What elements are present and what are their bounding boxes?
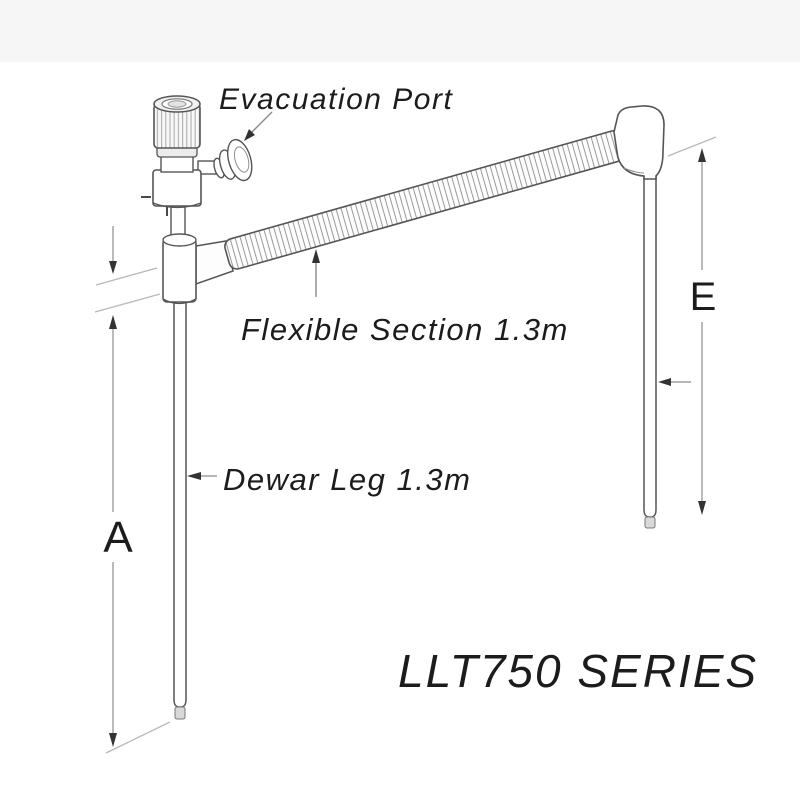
valve-neck	[160, 155, 194, 173]
dewar-leg-arrow	[187, 472, 217, 480]
evacuation-valve	[152, 95, 253, 209]
right-leg-pointer-arrow	[658, 378, 691, 386]
dimension-extension-lines-left	[94, 267, 171, 754]
series-title: LLT750 SERIES	[398, 645, 758, 697]
valve-body	[152, 169, 202, 207]
dewar-leg-label: Dewar Leg 1.3m	[223, 462, 471, 497]
dimension-a-arrowheads	[109, 261, 117, 747]
dimension-e-arrowheads	[698, 148, 706, 515]
elbow-fitting	[613, 105, 665, 180]
right-leg-tube	[643, 176, 657, 529]
dewar-leg-cap	[174, 706, 186, 720]
tee-junction	[162, 233, 197, 305]
flexible-section-label: Flexible Section 1.3m	[241, 312, 569, 347]
elbow-inner-curve	[623, 167, 645, 174]
right-leg-cap	[644, 516, 656, 529]
dimension-extension-line-right	[667, 136, 717, 157]
dimension-a-label: A	[103, 513, 133, 562]
evacuation-port-flange	[213, 138, 253, 182]
flexible-section-arrow	[312, 249, 320, 297]
valve-knob	[153, 95, 201, 149]
dimension-e-label: E	[690, 275, 717, 319]
dewar-leg-tube	[173, 302, 187, 720]
top-band	[0, 0, 800, 62]
evacuation-port-label: Evacuation Port	[219, 83, 453, 116]
evacuation-port-arrow	[244, 111, 273, 141]
